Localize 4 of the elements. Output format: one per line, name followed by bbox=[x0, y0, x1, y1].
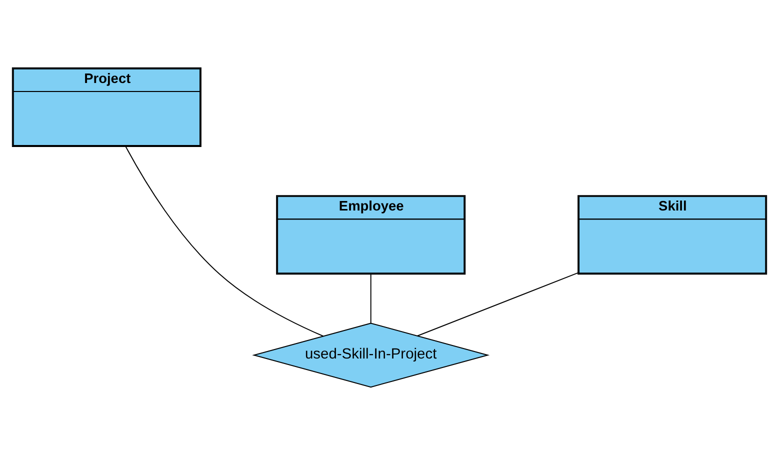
connector bbox=[370, 274, 372, 324]
node-diamond: used-Skill-In-Project bbox=[252, 322, 490, 388]
connector bbox=[125, 146, 324, 337]
connector bbox=[416, 272, 578, 336]
